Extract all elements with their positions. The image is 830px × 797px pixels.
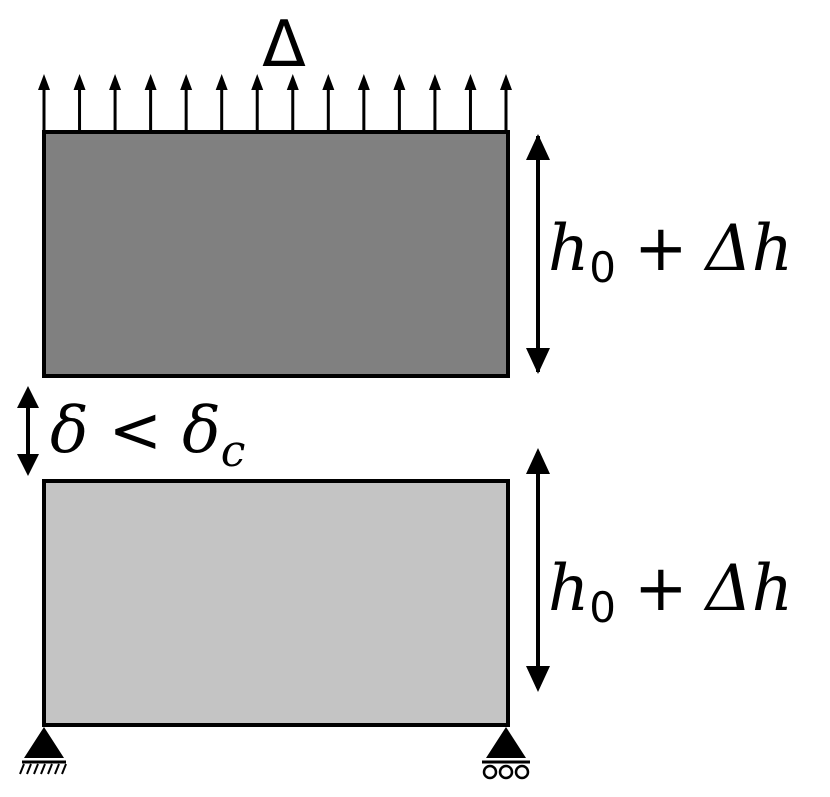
- gap-dimension-arrow: [17, 386, 39, 476]
- load-arrow: [144, 74, 157, 130]
- load-arrow: [180, 74, 193, 130]
- lower-height-label: h0+Δh: [548, 552, 793, 632]
- load-arrow: [428, 74, 441, 130]
- lower-block: [42, 479, 510, 727]
- load-arrow: [393, 74, 406, 130]
- load-arrow: [357, 74, 370, 130]
- load-arrow: [322, 74, 335, 130]
- distributed-load-arrows: [38, 74, 512, 130]
- upper-block: [42, 130, 510, 378]
- load-arrow: [286, 74, 299, 130]
- lower-height-dimension-arrow: [526, 448, 550, 692]
- roller-support-icon: [482, 727, 530, 780]
- load-arrow: [251, 74, 264, 130]
- gap-label: δ<δc: [50, 394, 245, 477]
- pin-support-icon: [19, 727, 67, 775]
- load-arrow: [215, 74, 228, 130]
- load-arrow: [73, 74, 86, 130]
- load-arrow: [464, 74, 477, 130]
- load-arrow: [109, 74, 122, 130]
- upper-height-dimension-arrow: [526, 134, 550, 374]
- upper-height-label: h0+Δh: [548, 212, 793, 292]
- load-arrow: [38, 74, 50, 130]
- top-load-label: Δ: [262, 8, 306, 82]
- load-arrow: [500, 74, 512, 130]
